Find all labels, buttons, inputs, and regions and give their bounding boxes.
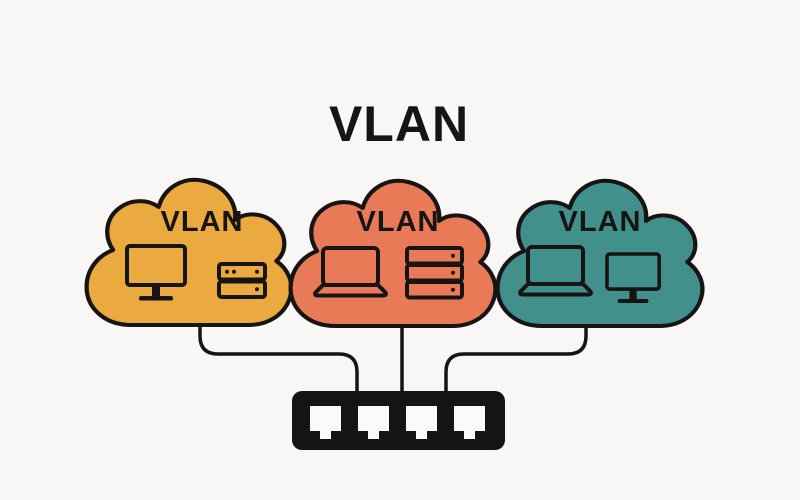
vlan-cloud-2: VLAN — [291, 181, 496, 326]
switch-body — [292, 391, 505, 450]
vlan-cloud-1: VLAN — [87, 180, 292, 325]
cloud-label: VLAN — [161, 206, 244, 238]
connector-right-cloud-to-switch — [444, 324, 588, 392]
connector-left-cloud-to-switch — [198, 324, 359, 392]
cloud-label: VLAN — [357, 206, 440, 238]
diagram-title: VLAN — [329, 96, 469, 152]
vlan-cloud-3: VLAN — [498, 181, 703, 326]
cloud-label: VLAN — [559, 206, 642, 238]
network-switch — [292, 391, 505, 450]
